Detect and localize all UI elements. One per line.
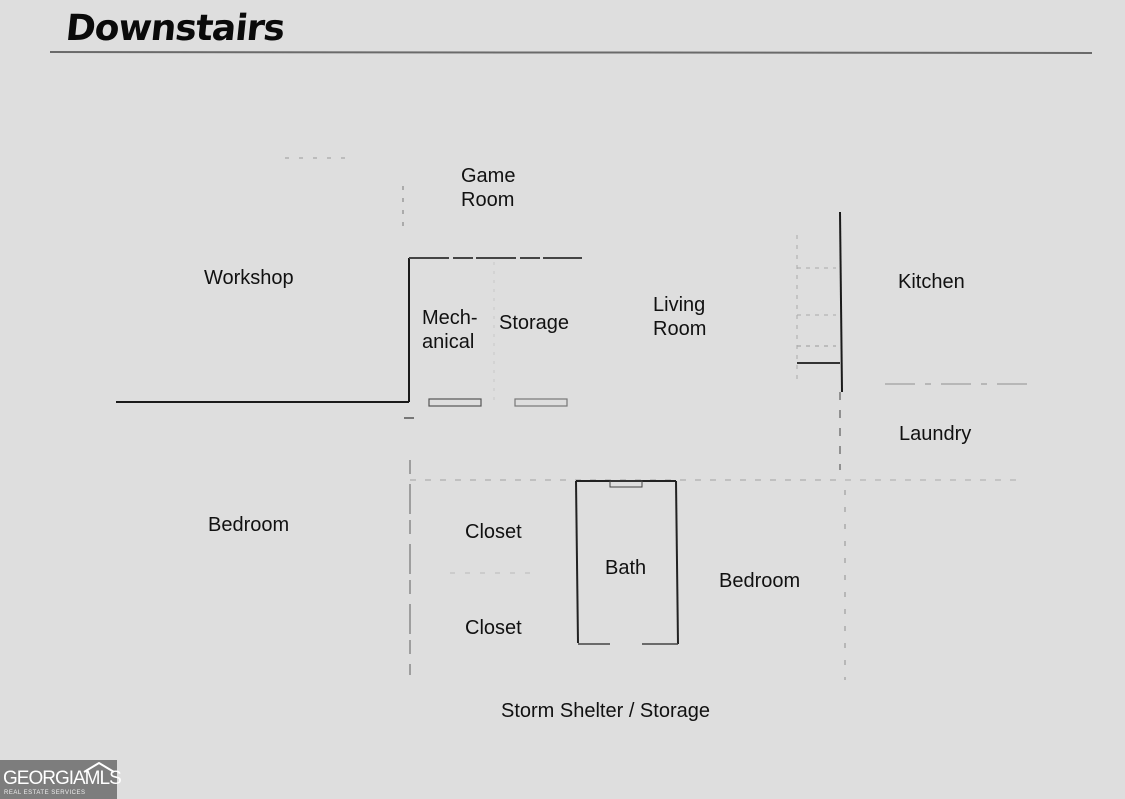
roof-icon	[83, 761, 115, 773]
room-kitchen: Kitchen	[898, 271, 965, 293]
room-laundry: Laundry	[899, 423, 972, 445]
logo-wordmark: GEORGIAMLS	[3, 768, 122, 789]
room-closet-top: Closet	[465, 521, 522, 543]
mechanical-door	[428, 398, 482, 407]
storage-door	[514, 398, 568, 407]
room-bath: Bath	[605, 557, 647, 579]
page-title: Downstairs	[63, 8, 287, 49]
room-mechanical: Mech- anical	[422, 307, 478, 353]
room-storm-shelter: Storm Shelter / Storage	[501, 700, 710, 722]
room-storage: Storage	[499, 312, 570, 334]
room-workshop: Workshop	[204, 267, 294, 289]
room-closet-bottom: Closet	[465, 617, 522, 639]
bath-right-wall	[675, 480, 679, 645]
room-living-room: Living Room	[653, 294, 707, 340]
bath-left-wall	[575, 480, 579, 644]
room-bedroom-left: Bedroom	[208, 514, 290, 536]
bath-door	[609, 480, 643, 488]
room-bedroom-right: Bedroom	[719, 570, 801, 592]
logo-subtitle: REAL ESTATE SERVICES	[4, 790, 86, 796]
title-underline	[49, 51, 1093, 54]
kitchen-wall	[839, 211, 843, 393]
room-game-room: Game Room	[461, 165, 516, 211]
georgia-mls-logo: GEORGIAMLS REAL ESTATE SERVICES	[0, 760, 122, 799]
